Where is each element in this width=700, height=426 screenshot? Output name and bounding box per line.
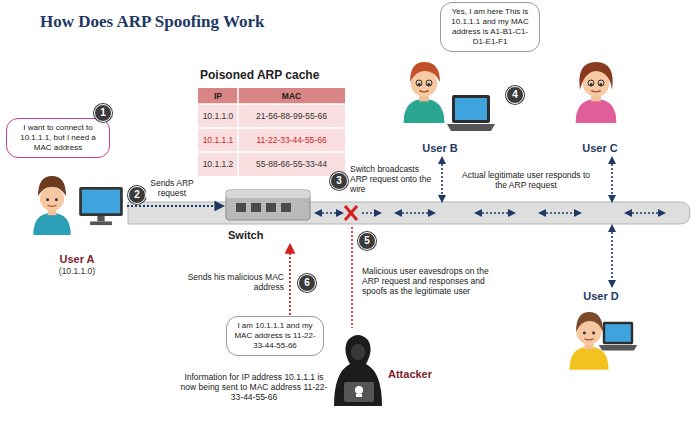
callout-number: 1 xyxy=(94,104,112,122)
callout-number: 5 xyxy=(358,232,376,250)
dotted-connector xyxy=(127,205,223,207)
table-cell: 10.1.1.0 xyxy=(198,111,238,121)
node-name: Attacker xyxy=(388,368,432,381)
user-figure: User C xyxy=(558,55,642,157)
table-header: IP xyxy=(198,91,238,101)
diagram-title: How Does ARP Spoofing Work xyxy=(40,12,265,32)
speech-bubble: I am 10.1.1.1 and my MAC address is 11-2… xyxy=(226,316,324,356)
node-name: User B xyxy=(398,142,482,155)
note-text: Malicious user eavesdrops on the ARP req… xyxy=(362,266,502,296)
table-cell: 10.1.1.1 xyxy=(198,135,238,145)
bubble-text: Yes, I am here This is 10.1.1.1 and my M… xyxy=(446,7,534,47)
table-cell: 11-22-33-44-55-66 xyxy=(238,135,345,145)
speech-bubble: I want to connect to 10.1.1.1, but I nee… xyxy=(6,118,110,158)
bubble-text: I want to connect to 10.1.1.1, but I nee… xyxy=(12,123,104,153)
table-cell: 10.1.1.2 xyxy=(198,159,238,169)
table-header: MAC xyxy=(238,91,345,101)
attacker-figure: Attacker xyxy=(332,330,444,410)
table-title: Poisoned ARP cache xyxy=(200,68,350,82)
speech-bubble: Yes, I am here This is 10.1.1.1 and my M… xyxy=(440,2,540,52)
bubble-text: I am 10.1.1.1 and my MAC address is 11-2… xyxy=(232,321,318,351)
node-note: (10.1.1.0) xyxy=(28,266,126,276)
node-name: Switch xyxy=(228,229,263,242)
edge-label: Sends ARP request xyxy=(146,178,198,198)
node-name: User A xyxy=(28,253,126,266)
callout-number: 3 xyxy=(330,172,348,190)
table-cell: 55-88-66-55-33-44 xyxy=(238,159,345,169)
note-text: Actual legitimate user responds to the A… xyxy=(456,170,596,190)
node-name: User C xyxy=(558,142,642,155)
user-figure: User A(10.1.1.0) xyxy=(28,168,126,278)
node-name: User D xyxy=(560,290,642,303)
edge-label: Sends his malicious MAC address xyxy=(176,272,284,292)
user-figure: User D xyxy=(560,288,642,372)
table-cell: 21-56-88-99-55-66 xyxy=(238,111,345,121)
dotted-connector xyxy=(289,245,291,315)
note-text: Information for IP address 10.1.1.1 is n… xyxy=(176,372,332,402)
note-text: Switch broadcasts ARP request onto the w… xyxy=(350,164,436,194)
callout-number: 4 xyxy=(506,86,524,104)
callout-number: 6 xyxy=(298,274,316,292)
network-switch: Switch xyxy=(224,188,314,244)
callout-number: 2 xyxy=(128,186,146,204)
user-figure: User B xyxy=(398,55,482,157)
